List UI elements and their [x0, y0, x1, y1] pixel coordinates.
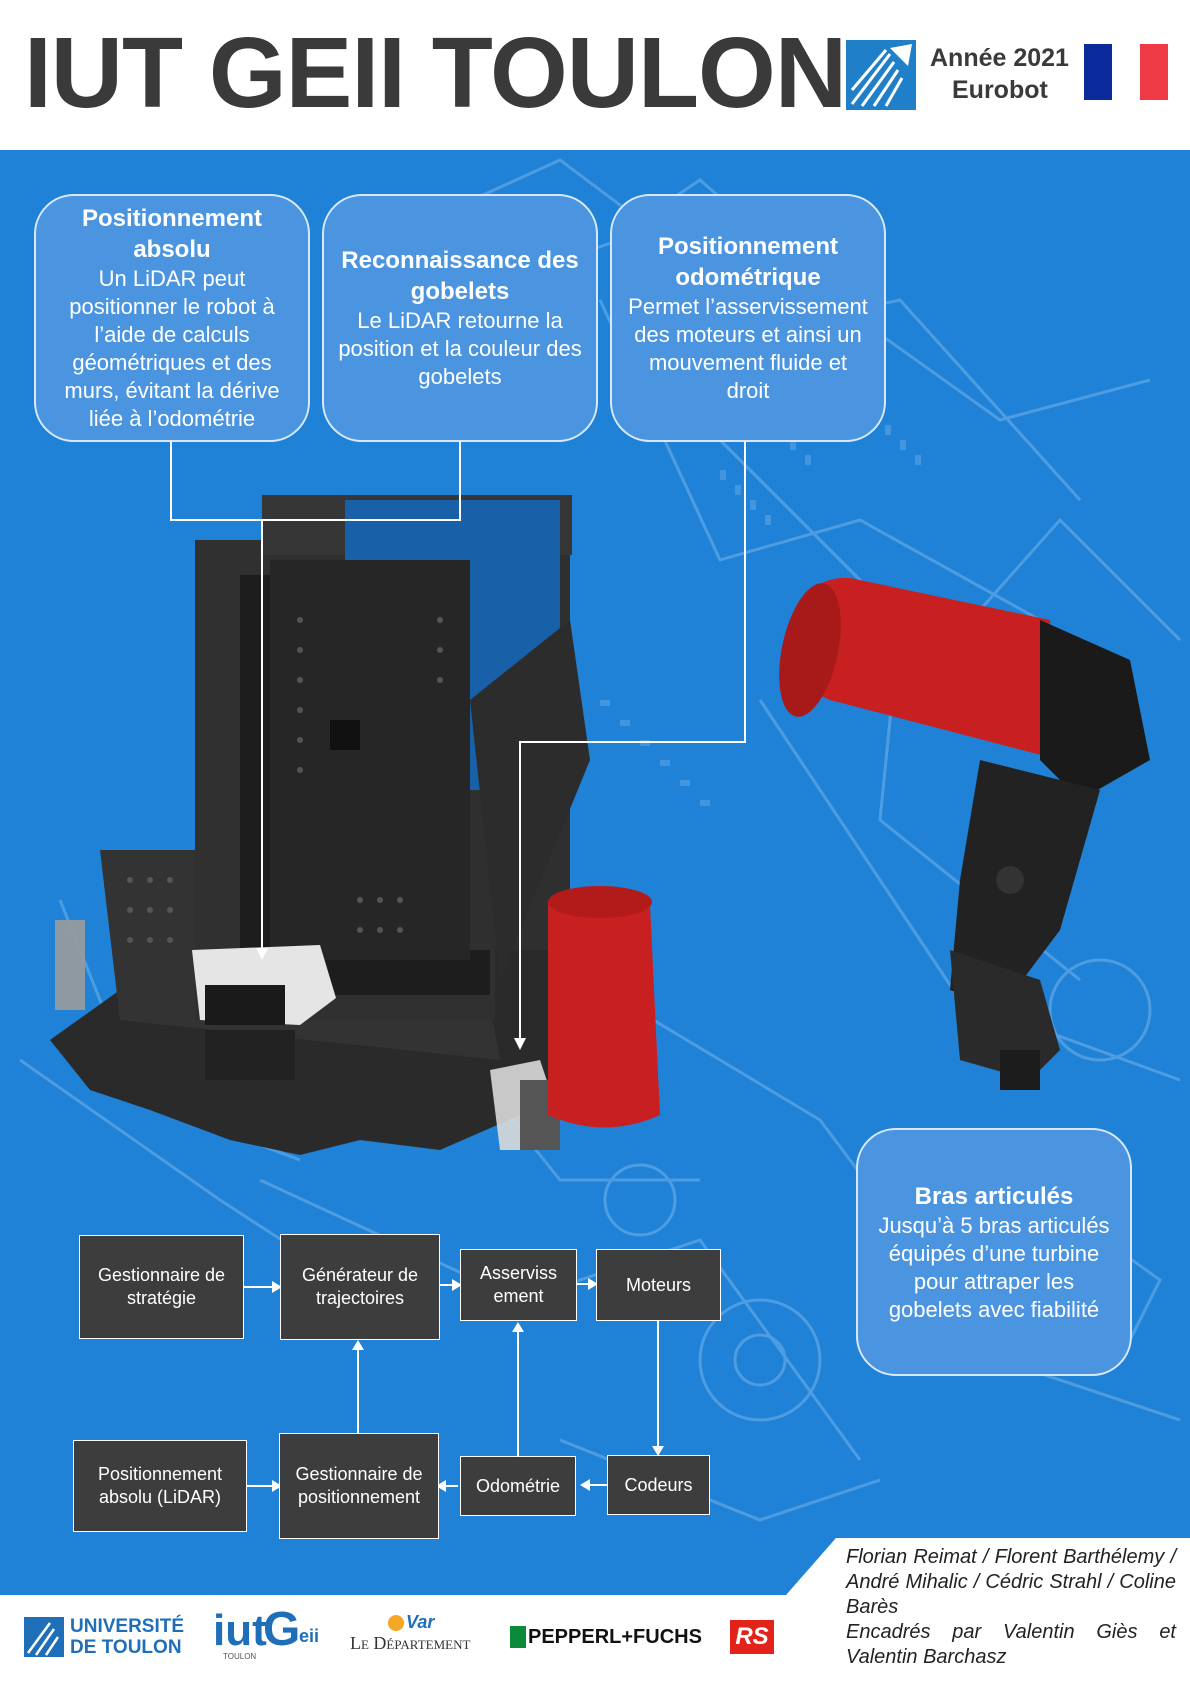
bubble-cup-recognition: Reconnaissance des gobelets Le LiDAR ret…	[322, 194, 598, 442]
pf-text: PEPPERL+FUCHS	[528, 1625, 702, 1648]
pepperl-fuchs-logo: PEPPERL+FUCHS	[510, 1612, 702, 1662]
credits: Florian Reimat / Florent Barthélemy / An…	[846, 1545, 1176, 1670]
iut-g-text: G	[263, 1603, 301, 1656]
bubble-text: Le LiDAR retourne la position et la coul…	[338, 308, 582, 389]
iut-sub-text: TOULON	[223, 1652, 257, 1661]
bubble-absolute-positioning: Positionnement absolu Un LiDAR peut posi…	[34, 194, 310, 442]
header: IUT GEII TOULON Année 2021 Eurobot	[0, 0, 1190, 150]
bubble-title: Reconnaissance des gobelets	[341, 247, 579, 305]
flowchart-arrows	[244, 1278, 664, 1492]
rs-logo: RS	[730, 1612, 774, 1662]
year-label: Année 2021	[930, 44, 1069, 72]
flow-box-trajectory: Générateur de trajectoires	[280, 1234, 440, 1340]
supervisor-1: Valentin Giès	[1003, 1621, 1138, 1643]
eurobot-logo-icon	[846, 40, 916, 110]
team-names: Florian Reimat / Florent Barthélemy / An…	[846, 1546, 1176, 1618]
bubble-odometric-positioning: Positionnement odométrique Permet l’asse…	[610, 194, 886, 442]
flow-box-encoders: Codeurs	[607, 1455, 710, 1515]
flow-box-odometry: Odométrie	[460, 1456, 576, 1516]
event-year: Année 2021 Eurobot	[930, 42, 1080, 106]
flow-box-motors: Moteurs	[596, 1249, 721, 1321]
iut-eii-text: eii	[299, 1626, 320, 1646]
supervisor-2: Valentin Barchasz	[846, 1646, 1007, 1668]
poster-area: Positionnement absolu Un LiDAR peut posi…	[0, 150, 1190, 1595]
university-line-1: UNIVERSITÉ	[70, 1616, 185, 1637]
var-sun-icon	[388, 1614, 404, 1631]
university-line-2: DE TOULON	[70, 1637, 182, 1658]
bubble-text: Jusqu’à 5 bras articulés équipés d’une t…	[878, 1212, 1110, 1322]
var-text: Var	[406, 1612, 435, 1632]
robot-chassis	[50, 495, 600, 1155]
iut-text: iut	[213, 1606, 267, 1655]
flow-box-positioning: Gestionnaire de positionnement	[279, 1433, 439, 1539]
departement-text: Le Département	[350, 1633, 471, 1653]
flow-box-servo: Asserviss ement	[460, 1249, 577, 1321]
conjunction: et	[1159, 1621, 1176, 1643]
robot-illustration	[19, 158, 1182, 1522]
pf-mark-icon	[510, 1626, 526, 1648]
bubble-title: Bras articulés	[914, 1182, 1074, 1210]
bubble-articulated-arms: Bras articulés Jusqu’à 5 bras articulés …	[856, 1128, 1132, 1376]
footer	[0, 1595, 1190, 1683]
event-label: Eurobot	[952, 76, 1048, 104]
iut-geii-logo: iut G eii TOULON	[213, 1603, 323, 1662]
bubble-text: Un LiDAR peut positionner le robot à l’a…	[64, 266, 280, 431]
rs-text: RS	[735, 1623, 769, 1650]
french-flag-icon	[1084, 44, 1168, 100]
bubble-title: Positionnement odométrique	[657, 233, 838, 291]
red-cup	[548, 886, 660, 1128]
bubble-title: Positionnement absolu	[81, 205, 262, 263]
callout-lines	[170, 438, 746, 1040]
university-mark-icon	[24, 1617, 64, 1657]
page-title: IUT GEII TOULON	[24, 17, 847, 129]
supervised-prefix: Encadrés par	[846, 1621, 982, 1643]
articulated-arm	[779, 577, 1150, 1090]
flow-box-strategy: Gestionnaire de stratégie	[79, 1235, 244, 1339]
var-departement-logo: Var Le Département	[350, 1612, 470, 1662]
flow-box-lidar: Positionnement absolu (LiDAR)	[73, 1440, 247, 1532]
universite-toulon-logo: UNIVERSITÉ DE TOULON	[24, 1612, 184, 1662]
bubble-text: Permet l’asservissement des moteurs et a…	[628, 294, 868, 403]
